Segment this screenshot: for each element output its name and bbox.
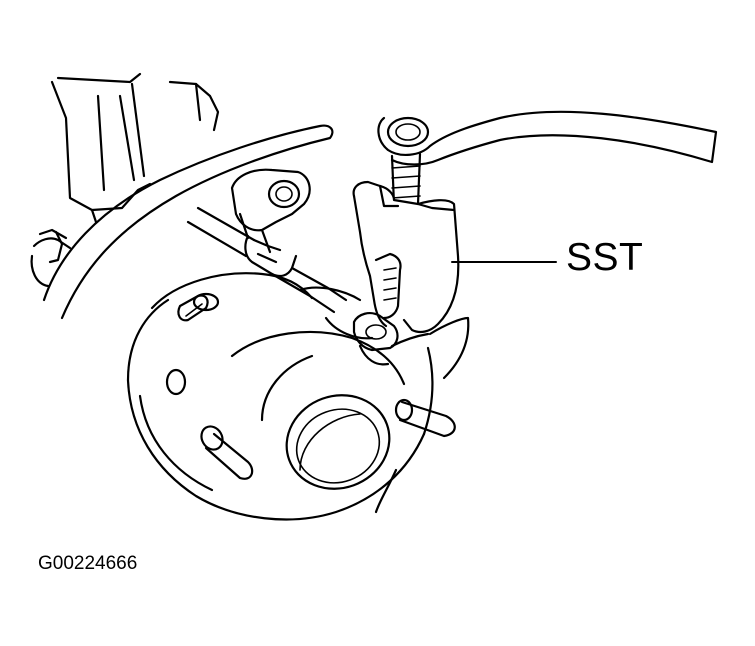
strut-background [50,72,220,224]
sst-callout-label: SST [566,236,644,279]
tie-rod [186,206,374,340]
curved-hose [30,124,334,320]
figure-code: G00224666 [38,553,138,574]
knuckle-arm [230,168,311,254]
special-service-tool [352,110,718,366]
hub-assembly [126,272,470,521]
